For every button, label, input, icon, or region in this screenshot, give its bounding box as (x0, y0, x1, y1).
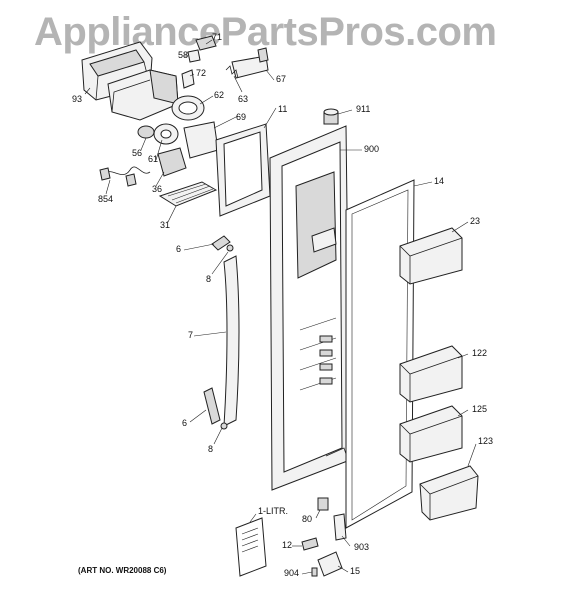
callout-62: 62 (214, 90, 225, 100)
part-58-clip[interactable] (187, 49, 201, 63)
part-123-dairy-bin[interactable] (419, 465, 479, 521)
part-31-drip-grille[interactable] (158, 181, 218, 207)
callout-854: 854 (98, 194, 114, 204)
part-15-lever[interactable] (317, 551, 343, 577)
callout-72: 72 (196, 68, 207, 78)
callout-56: 56 (132, 148, 143, 158)
callout-8-top: 8 (206, 274, 212, 284)
part-854-wire-harness[interactable] (99, 166, 151, 187)
callout-71: 71 (212, 32, 223, 42)
callout-6-top: 6 (176, 244, 182, 254)
part-903-spout[interactable] (333, 513, 347, 541)
part-61-fitting[interactable] (153, 123, 179, 145)
part-122-door-bin[interactable] (399, 345, 463, 403)
leader-lines (84, 39, 477, 575)
part-6-handle-cap-top[interactable] (211, 235, 231, 251)
callout-11: 11 (278, 104, 288, 114)
part-67-hinge-bracket[interactable] (231, 47, 269, 79)
part-71-clip[interactable] (195, 35, 217, 51)
callout-61: 61 (148, 154, 159, 164)
part-23-door-bin[interactable] (399, 227, 463, 285)
callout-7: 7 (188, 330, 194, 340)
callout-911: 911 (356, 104, 371, 114)
part-62-dispenser-module[interactable] (107, 69, 179, 121)
callout-122: 122 (472, 348, 488, 358)
part-911-plug[interactable] (323, 108, 339, 125)
part-63-spring[interactable] (225, 65, 239, 79)
callout-80: 80 (302, 514, 313, 524)
part-72-bracket[interactable] (181, 69, 195, 89)
callout-31: 31 (160, 220, 171, 230)
callout-1-litr: 1-LITR. (258, 506, 289, 516)
callout-900: 900 (364, 144, 380, 154)
part-56-cap[interactable] (137, 125, 155, 139)
callout-12: 12 (282, 540, 293, 550)
callout-58: 58 (178, 50, 189, 60)
callout-63: 63 (238, 94, 249, 104)
part-80-fitting[interactable] (317, 497, 329, 511)
callout-69: 69 (236, 112, 247, 122)
callout-6-bottom: 6 (182, 418, 188, 428)
part-69-cover[interactable] (183, 121, 219, 159)
part-904-screw[interactable] (311, 567, 318, 577)
part-11-dispenser-frame[interactable] (215, 123, 271, 217)
part-8-screw-bottom[interactable] (220, 422, 228, 430)
callout-23: 23 (470, 216, 481, 226)
part-125-door-bin[interactable] (399, 405, 463, 463)
part-12-clip[interactable] (301, 537, 319, 551)
callout-36: 36 (152, 184, 163, 194)
callout-123: 123 (478, 436, 494, 446)
part-62-actuator-ring[interactable] (171, 95, 205, 121)
part-14-door-gasket[interactable] (345, 179, 415, 529)
callout-14: 14 (434, 176, 445, 186)
callout-67: 67 (276, 74, 287, 84)
callout-125: 125 (472, 404, 488, 414)
callout-903: 903 (354, 542, 370, 552)
watermark: AppliancePartsPros.com (34, 10, 497, 54)
part-8-screw-top[interactable] (226, 244, 234, 252)
part-7-door-handle[interactable] (223, 255, 240, 427)
callout-15: 15 (350, 566, 361, 576)
callout-8-bottom: 8 (208, 444, 214, 454)
art-number: (ART NO. WR20088 C6) (78, 566, 167, 575)
part-900-door-assembly[interactable] (269, 125, 351, 491)
part-1-literature[interactable] (235, 517, 267, 577)
part-36-solenoid[interactable] (157, 147, 187, 177)
part-6-handle-cap-bottom[interactable] (203, 387, 221, 425)
callout-904: 904 (284, 568, 300, 578)
callout-93: 93 (72, 94, 83, 104)
